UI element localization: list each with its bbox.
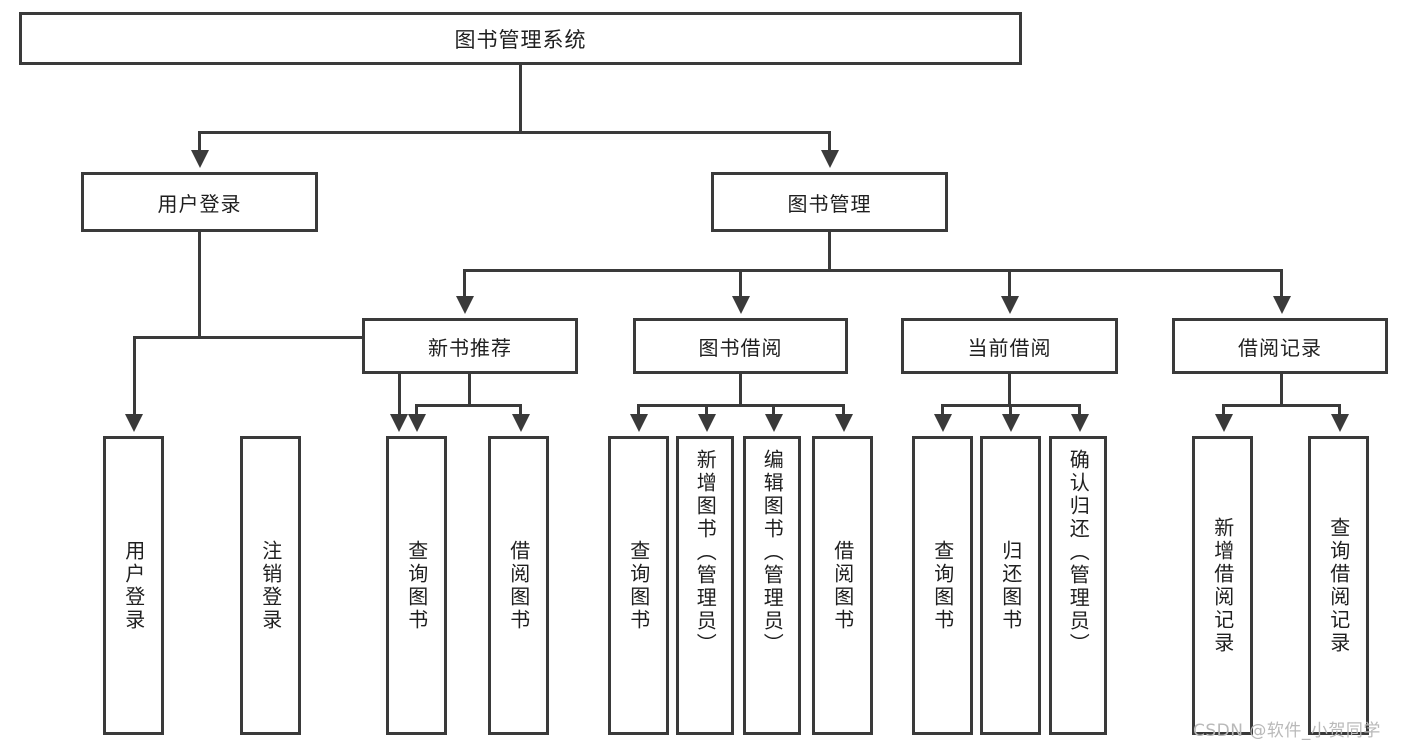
node-label: 当前借阅 <box>967 335 1052 360</box>
connector-user-login-branch-1 <box>133 336 136 416</box>
connector-bm-branch-1 <box>463 269 466 297</box>
node-label: 图书管理系统 <box>454 27 587 52</box>
connector-current-borrow-branch-1 <box>941 404 944 416</box>
connector-book-management-stem <box>828 232 831 272</box>
node-label: 用户登录 <box>157 191 242 216</box>
leaf-logout[interactable]: 注销登录 <box>240 436 301 735</box>
node-label: 图书借阅 <box>698 335 783 360</box>
arrow-user-login-leaf-2 <box>390 414 408 432</box>
connector-book-borrow-stem <box>739 374 742 407</box>
connector-new-book-branch-2 <box>519 404 522 416</box>
connector-new-book-stem <box>468 374 471 407</box>
leaf-label: 用户登录 <box>121 539 146 632</box>
leaf-label: 注销登录 <box>258 539 283 632</box>
arrow-root-to-book-management <box>821 150 839 168</box>
node-root-system[interactable]: 图书管理系统 <box>19 12 1022 65</box>
leaf-label: 新增借阅记录 <box>1210 516 1235 655</box>
connector-book-borrow-branch-1 <box>637 404 640 416</box>
connector-book-borrow-branch-3 <box>772 404 775 416</box>
node-new-book-recommend[interactable]: 新书推荐 <box>362 318 578 374</box>
connector-root-to-book-management <box>828 131 831 153</box>
arrow-borrow-record-leaf-1 <box>1215 414 1233 432</box>
leaf-borrow-book-borrow[interactable]: 借阅图书 <box>812 436 873 735</box>
arrow-bm-to-book-borrow <box>732 296 750 314</box>
connector-current-borrow-branch-2 <box>1009 404 1012 416</box>
arrow-book-borrow-leaf-1 <box>630 414 648 432</box>
leaf-return-book[interactable]: 归还图书 <box>980 436 1041 735</box>
arrow-book-borrow-leaf-3 <box>765 414 783 432</box>
connector-user-login-branch-2 <box>398 336 401 416</box>
node-current-borrow[interactable]: 当前借阅 <box>901 318 1118 374</box>
leaf-label: 查询图书 <box>930 539 955 632</box>
node-borrow-record[interactable]: 借阅记录 <box>1172 318 1388 374</box>
arrow-book-borrow-leaf-4 <box>835 414 853 432</box>
arrow-borrow-record-leaf-2 <box>1331 414 1349 432</box>
leaf-label: 借阅图书 <box>830 539 855 632</box>
connector-new-book-branch-1 <box>415 404 418 416</box>
arrow-root-to-user-login <box>191 150 209 168</box>
connector-borrow-record-stem <box>1280 374 1283 407</box>
leaf-query-book-borrow[interactable]: 查询图书 <box>608 436 669 735</box>
leaf-label: 查询借阅记录 <box>1326 516 1351 655</box>
leaf-edit-book[interactable]: 编辑图书（管理员） <box>743 436 801 735</box>
connector-borrow-record-branch-2 <box>1338 404 1341 416</box>
connector-book-management-bar <box>463 269 1283 272</box>
connector-borrow-record-bar <box>1222 404 1341 407</box>
leaf-label: 新增图书（管理员） <box>693 449 718 656</box>
connector-bm-branch-2 <box>739 269 742 297</box>
node-label: 图书管理 <box>787 191 872 216</box>
connector-current-borrow-stem <box>1008 374 1011 407</box>
connector-borrow-record-branch-1 <box>1222 404 1225 416</box>
leaf-confirm-return[interactable]: 确认归还（管理员） <box>1049 436 1107 735</box>
leaf-label: 查询图书 <box>404 539 429 632</box>
arrow-bm-to-current-borrow <box>1001 296 1019 314</box>
leaf-user-login[interactable]: 用户登录 <box>103 436 164 735</box>
leaf-label: 确认归还（管理员） <box>1066 449 1091 656</box>
connector-user-login-bar <box>133 336 401 339</box>
connector-book-borrow-bar <box>637 404 845 407</box>
connector-bm-branch-4 <box>1280 269 1283 297</box>
connector-book-borrow-branch-2 <box>705 404 708 416</box>
arrow-bm-to-borrow-record <box>1273 296 1291 314</box>
leaf-add-borrow-record[interactable]: 新增借阅记录 <box>1192 436 1253 735</box>
connector-new-book-bar <box>415 404 522 407</box>
arrow-user-login-leaf-1 <box>125 414 143 432</box>
leaf-label: 编辑图书（管理员） <box>760 449 785 656</box>
connector-book-borrow-branch-4 <box>842 404 845 416</box>
leaf-query-book-current[interactable]: 查询图书 <box>912 436 973 735</box>
node-book-management[interactable]: 图书管理 <box>711 172 948 232</box>
arrow-new-book-leaf-2 <box>512 414 530 432</box>
leaf-borrow-book-new[interactable]: 借阅图书 <box>488 436 549 735</box>
connector-root-stem <box>519 65 522 131</box>
connector-root-to-user-login <box>198 131 201 153</box>
leaf-label: 归还图书 <box>998 539 1023 632</box>
connector-bm-branch-3 <box>1008 269 1011 297</box>
leaf-add-book[interactable]: 新增图书（管理员） <box>676 436 734 735</box>
connector-current-borrow-branch-3 <box>1078 404 1081 416</box>
arrow-new-book-leaf-1 <box>408 414 426 432</box>
leaf-label: 查询图书 <box>626 539 651 632</box>
leaf-query-book-new[interactable]: 查询图书 <box>386 436 447 735</box>
connector-user-login-stem <box>198 232 201 336</box>
arrow-bm-to-new-book <box>456 296 474 314</box>
leaf-label: 借阅图书 <box>506 539 531 632</box>
node-label: 新书推荐 <box>428 335 512 360</box>
node-user-login[interactable]: 用户登录 <box>81 172 318 232</box>
connector-root-bar <box>198 131 831 134</box>
csdn-watermark: CSDN @软件_小贺同学 <box>1193 721 1381 741</box>
arrow-current-borrow-leaf-2 <box>1002 414 1020 432</box>
arrow-current-borrow-leaf-3 <box>1071 414 1089 432</box>
node-label: 借阅记录 <box>1238 335 1322 360</box>
leaf-query-borrow-record[interactable]: 查询借阅记录 <box>1308 436 1369 735</box>
arrow-current-borrow-leaf-1 <box>934 414 952 432</box>
arrow-book-borrow-leaf-2 <box>698 414 716 432</box>
node-book-borrow[interactable]: 图书借阅 <box>633 318 848 374</box>
